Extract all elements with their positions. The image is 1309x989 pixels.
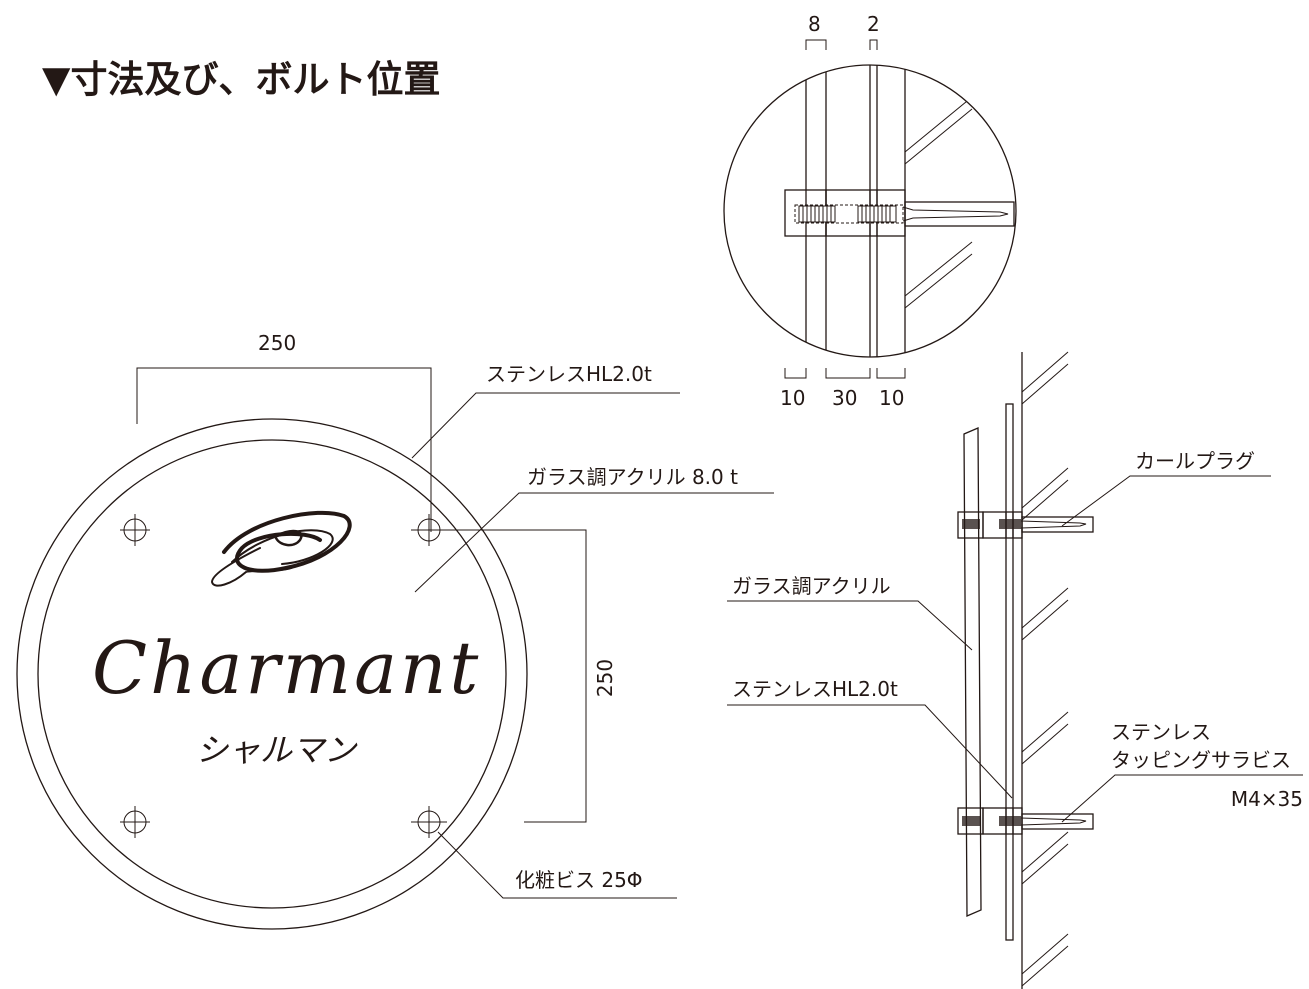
bolt-mark-bottom-right [411, 806, 447, 838]
height-dimension-value: 250 [593, 659, 617, 697]
label-stainless: ステンレスHL2.0t [486, 362, 652, 386]
page-title: ▼寸法及び、ボルト位置 [42, 58, 440, 101]
leader-acrylic [414, 492, 774, 593]
width-dimension-line [136, 367, 432, 532]
wall-hatching [1021, 351, 1069, 987]
brand-name: Charmant [92, 626, 481, 710]
leader-plug [1061, 475, 1271, 527]
bolt-mark-top-left [120, 514, 150, 546]
leader-screw-cap [437, 831, 677, 899]
ornament-flourish [210, 510, 352, 587]
detail-dim-10b: 10 [879, 386, 904, 410]
label-screw-cap: 化粧ビス 25Φ [515, 868, 643, 892]
detail-dim-8: 8 [808, 12, 821, 36]
leader-side-stainless [727, 704, 1013, 799]
lower-fixing [957, 807, 1094, 835]
brand-kana: シャルマン [196, 731, 358, 769]
stainless-outer-circle [16, 418, 528, 930]
detail-view: 8 2 10 30 10 [723, 12, 1017, 410]
width-dimension-value: 250 [258, 331, 296, 355]
label-side-stainless: ステンレスHL2.0t [732, 677, 898, 701]
detail-dim-2: 2 [867, 12, 880, 36]
label-screw-size: M4×35 [1231, 787, 1303, 811]
label-plug: カールプラグ [1135, 449, 1255, 473]
side-view: カールプラグ ガラス調アクリル ステンレスHL2.0t ステンレス タッピングサ… [727, 351, 1303, 989]
front-view: 250 250 [16, 331, 774, 930]
label-screw-line1: ステンレス [1111, 720, 1211, 744]
leader-stainless [411, 392, 680, 459]
leader-side-acrylic [727, 600, 973, 651]
bolt-mark-top-right [411, 514, 447, 546]
label-acrylic: ガラス調アクリル 8.0 t [527, 465, 738, 489]
acrylic-panel [963, 427, 982, 917]
stainless-plate [1005, 403, 1014, 941]
upper-fixing [957, 511, 1094, 539]
detail-dim-30: 30 [832, 386, 857, 410]
label-side-acrylic: ガラス調アクリル [732, 574, 891, 598]
height-dimension-line [445, 529, 587, 823]
acrylic-inner-circle [37, 439, 507, 909]
leader-screw [1061, 774, 1303, 823]
bolt-mark-bottom-left [120, 806, 150, 838]
detail-dim-10a: 10 [780, 386, 805, 410]
label-screw-line2: タッピングサラビス [1111, 748, 1291, 772]
